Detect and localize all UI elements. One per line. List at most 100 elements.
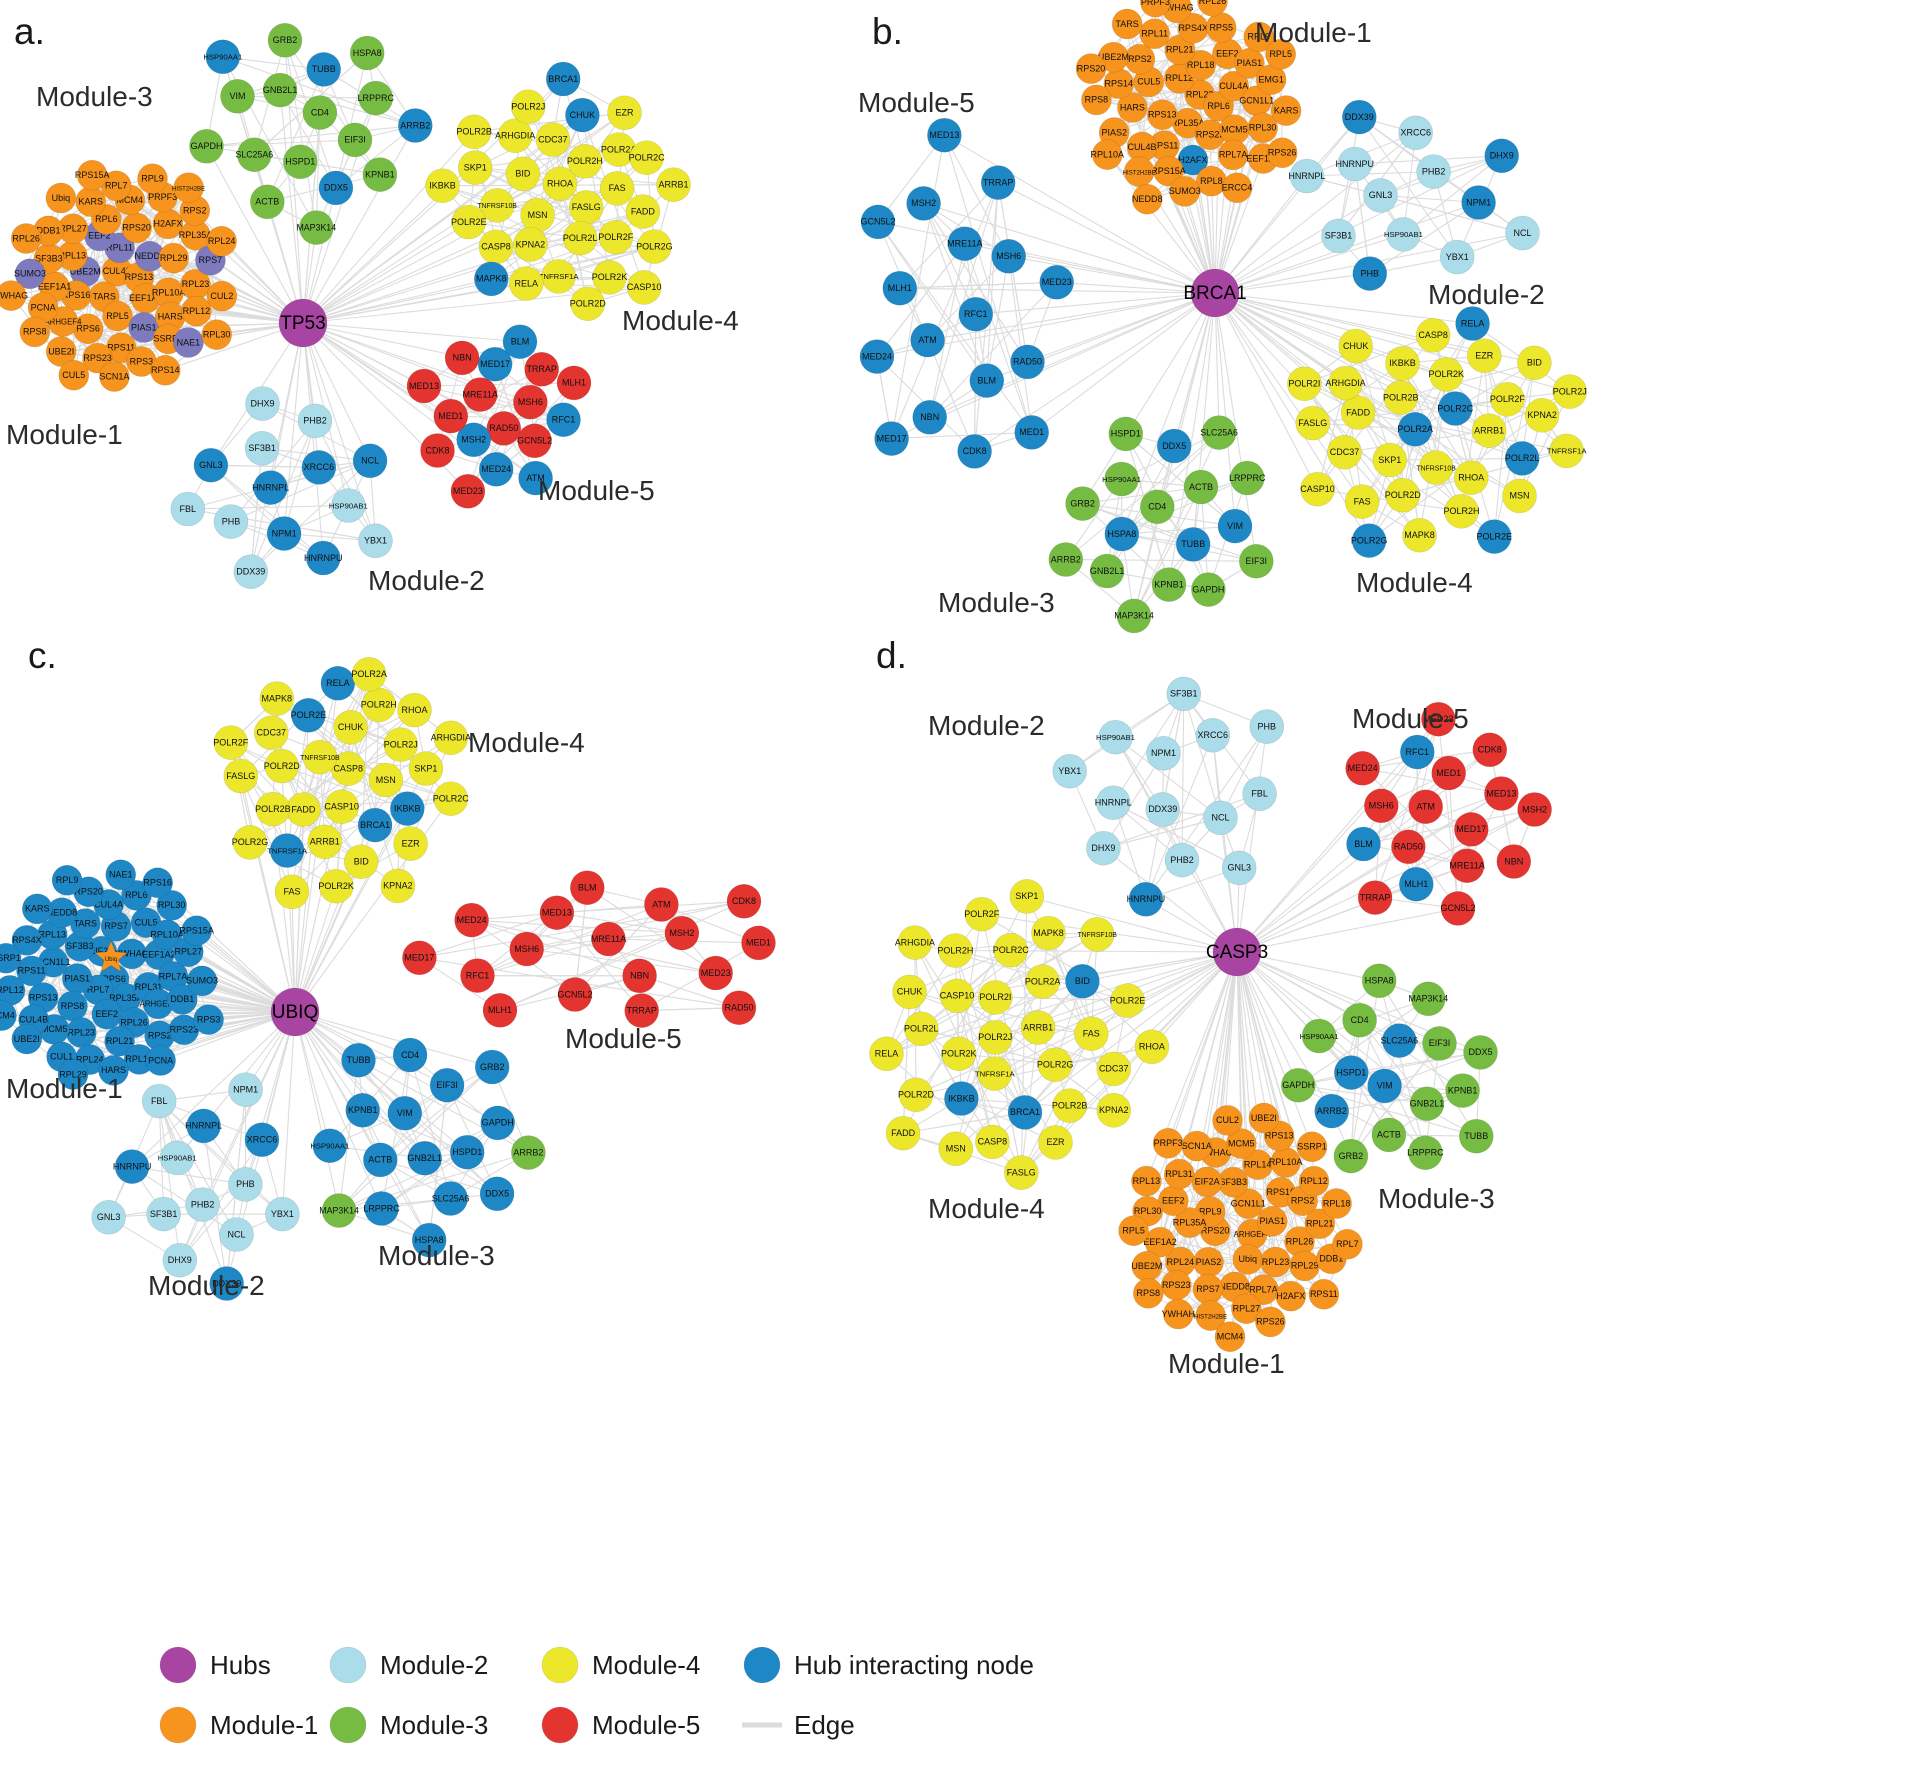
svg-text:RPS20: RPS20	[1077, 63, 1106, 73]
network-node-YWHAG: YWHAG	[0, 280, 28, 311]
edge	[205, 145, 304, 324]
edge	[1026, 895, 1092, 1035]
edge	[929, 243, 966, 418]
module-label-d-module-1: Module-1	[1168, 1348, 1285, 1379]
svg-text:HSP90AA1: HSP90AA1	[1102, 475, 1141, 484]
svg-text:ARHGEF4: ARHGEF4	[45, 317, 82, 326]
network-node-MRE11A: MRE11A	[463, 377, 498, 412]
svg-text:BRCA1: BRCA1	[1183, 283, 1246, 304]
svg-text:RPL12: RPL12	[1166, 73, 1194, 83]
network-node-ARRB2: ARRB2	[1314, 1093, 1349, 1129]
network-node-SCN1A: SCN1A	[1181, 1130, 1213, 1162]
svg-text:RPS26: RPS26	[1256, 1317, 1285, 1327]
svg-text:RPL30: RPL30	[1134, 1206, 1162, 1216]
svg-text:TP53: TP53	[280, 313, 325, 334]
network-node-VIM: VIM	[220, 79, 255, 114]
network-node-HSP90AA1: HSP90AA1	[203, 39, 242, 75]
svg-text:RPS20: RPS20	[74, 887, 103, 897]
svg-text:RPL18: RPL18	[1187, 60, 1215, 70]
network-node-HSP90AA1: HSP90AA1	[1102, 461, 1141, 497]
legend-label: Module-1	[210, 1710, 318, 1740]
network-node-PHB2: PHB2	[1416, 154, 1451, 189]
svg-text:RPS2: RPS2	[1128, 54, 1152, 64]
network-node-KPNB1: KPNB1	[1445, 1073, 1480, 1108]
network-node-KPNB1: KPNB1	[345, 1093, 381, 1128]
edge	[1069, 951, 1238, 1107]
edge	[958, 981, 1044, 1055]
network-node-BID: BID	[1517, 345, 1552, 381]
network-node-MRE11A: MRE11A	[947, 226, 982, 261]
network-node-HSP90AB1: HSP90AB1	[1384, 217, 1423, 252]
svg-text:ERCC4: ERCC4	[1222, 183, 1253, 193]
network-node-EZR: EZR	[607, 95, 642, 131]
svg-text:SF3B3: SF3B3	[35, 253, 63, 263]
svg-text:SSRP1: SSRP1	[153, 334, 183, 344]
svg-text:POLR2A: POLR2A	[1025, 976, 1061, 986]
svg-text:RPL10A: RPL10A	[152, 288, 186, 298]
svg-text:NEDD8: NEDD8	[135, 251, 166, 261]
edge	[294, 1011, 340, 1212]
svg-text:HSP90AB1: HSP90AB1	[329, 501, 368, 510]
network-node-GCN5L2: GCN5L2	[1440, 891, 1476, 926]
edge	[877, 221, 1216, 294]
edge	[997, 182, 1216, 294]
edge	[1214, 292, 1319, 490]
network-node-TRRAP: TRRAP	[624, 993, 660, 1028]
legend-swatch-m3	[329, 1706, 367, 1744]
network-node-MAPK8: MAPK8	[1402, 517, 1437, 553]
svg-text:RPS13: RPS13	[1148, 110, 1177, 120]
svg-text:CUL2: CUL2	[1216, 1115, 1239, 1125]
svg-text:POLR2D: POLR2D	[1385, 490, 1422, 500]
svg-text:EEF1A1: EEF1A1	[1246, 153, 1280, 163]
network-node-HSP90AA1: HSP90AA1	[310, 1128, 349, 1163]
network-node-NCL: NCL	[1203, 800, 1238, 836]
svg-text:RPS8: RPS8	[61, 1001, 85, 1011]
svg-text:RPL10A: RPL10A	[1269, 1157, 1303, 1167]
network-node-GNL3: GNL3	[1363, 178, 1398, 213]
network-node-KPNA2: KPNA2	[513, 227, 548, 262]
network-node-MRE11A: MRE11A	[1449, 848, 1485, 884]
edge	[943, 134, 1216, 294]
star-node-Ubiq: Ubiq	[94, 940, 128, 973]
svg-text:DDB1: DDB1	[1319, 1254, 1343, 1264]
svg-text:POLR2E: POLR2E	[1110, 995, 1146, 1005]
svg-text:HARS: HARS	[158, 312, 183, 322]
network-node-PHB: PHB	[213, 504, 249, 539]
module-label-a-module-1: Module-1	[6, 419, 123, 450]
svg-text:EIF3I: EIF3I	[1429, 1038, 1451, 1048]
svg-text:RPL8: RPL8	[1200, 176, 1223, 186]
network-node-HNRNPL: HNRNPL	[185, 1108, 222, 1144]
svg-text:NEDD8: NEDD8	[1219, 1282, 1250, 1292]
edge	[1183, 693, 1222, 819]
svg-text:HNRNPL: HNRNPL	[1288, 171, 1325, 181]
svg-text:POLR2I: POLR2I	[1288, 379, 1320, 389]
svg-text:GCN5L2: GCN5L2	[860, 217, 895, 227]
module-label-a-module-2: Module-2	[368, 565, 485, 596]
network-node-DHX9: DHX9	[245, 386, 280, 421]
svg-text:RPL23: RPL23	[1262, 1257, 1290, 1267]
network-node-MSH6: MSH6	[509, 931, 545, 967]
edge	[1026, 292, 1216, 363]
svg-text:FBL: FBL	[180, 504, 197, 514]
svg-text:MED17: MED17	[480, 359, 510, 369]
network-node-GAPDH: GAPDH	[189, 129, 224, 164]
svg-text:CASP8: CASP8	[481, 242, 511, 252]
svg-text:POLR2D: POLR2D	[898, 1090, 935, 1100]
svg-text:SLC25A6: SLC25A6	[1200, 427, 1238, 437]
edge	[1214, 292, 1437, 469]
network-node-XRCC6: XRCC6	[244, 1122, 280, 1157]
svg-text:HSPA8: HSPA8	[353, 48, 382, 58]
network-node-PCNA: PCNA	[145, 1045, 176, 1076]
network-node-HIST2H2BE: HIST2H2BE	[1194, 1300, 1227, 1331]
edge	[281, 765, 362, 863]
network-node-ERCC4: ERCC4	[1221, 172, 1253, 204]
edge	[1181, 693, 1185, 861]
edge	[876, 243, 966, 358]
svg-text:RPL30: RPL30	[203, 330, 231, 340]
edge	[1236, 726, 1268, 953]
edge	[499, 900, 745, 1011]
svg-text:CUL2: CUL2	[210, 291, 233, 301]
network-node-POLR2A: POLR2A	[1397, 411, 1433, 447]
network-node-IKBKB: IKBKB	[389, 791, 425, 826]
network-node-RPL7: RPL7	[1332, 1229, 1363, 1260]
